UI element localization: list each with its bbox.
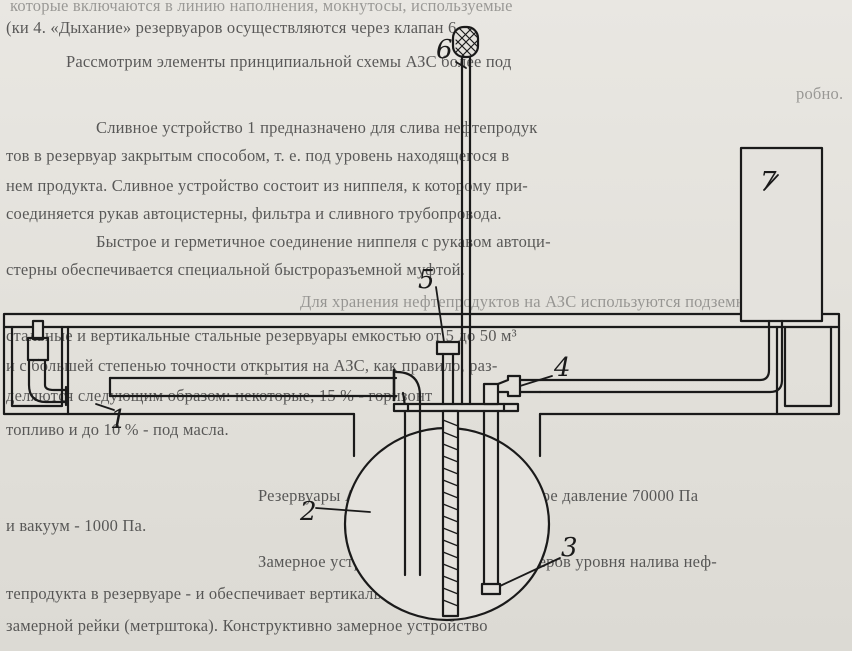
text-line: нем продукта. Сливное устройство состоит…: [6, 176, 529, 195]
gauge-device-3-4: [480, 374, 542, 596]
text-line: стерны обеспечивается специальной быстро…: [6, 260, 466, 279]
callout-5: 5: [418, 265, 435, 295]
text-line: Сливное устройство 1 предназначено для с…: [96, 118, 538, 137]
text-line: робно.: [796, 84, 844, 103]
text-line: (ки 4. «Дыхание» резервуаров осуществляю…: [6, 18, 461, 37]
text-line: топливо и до 10 % - под масла.: [6, 420, 229, 439]
text-line: Рассмотрим элементы принципиальной схемы…: [66, 52, 512, 71]
text-line: и вакуум - 1000 Па.: [6, 516, 147, 535]
callout-7: 7: [760, 167, 777, 197]
leader-lines: [95, 61, 779, 587]
callout-labels: 6 5 1 2 3 4 7: [110, 35, 777, 563]
callout-3: 3: [561, 533, 578, 563]
callout-6: 6: [436, 35, 453, 65]
text-line: соединяется рукав автоцистерны, фильтра …: [6, 204, 502, 223]
text-line: замерной рейки (метрштока). Конструктивн…: [6, 616, 488, 635]
callout-2: 2: [299, 497, 317, 527]
text-line: и с большей степенью точности открытия н…: [6, 356, 498, 375]
text-line: стальные и вертикальные стальные резерву…: [6, 326, 517, 345]
breather-pipe-6: [451, 25, 480, 406]
dispenser-7: [538, 146, 824, 394]
ground-pit-outline: [2, 312, 841, 458]
level-pipe-5: [435, 340, 461, 618]
text-line: Быстрое и герметичное соединение ниппеля…: [96, 232, 551, 251]
text-line: тов в резервуар закрытым способом, т. е.…: [6, 146, 510, 165]
text-line: которые включаются в линию наполнения, м…: [10, 0, 513, 15]
callout-1: 1: [110, 405, 127, 435]
text-line: Для хранения нефтепродуктов на АЗС испол…: [300, 292, 764, 311]
callout-4: 4: [553, 353, 571, 383]
